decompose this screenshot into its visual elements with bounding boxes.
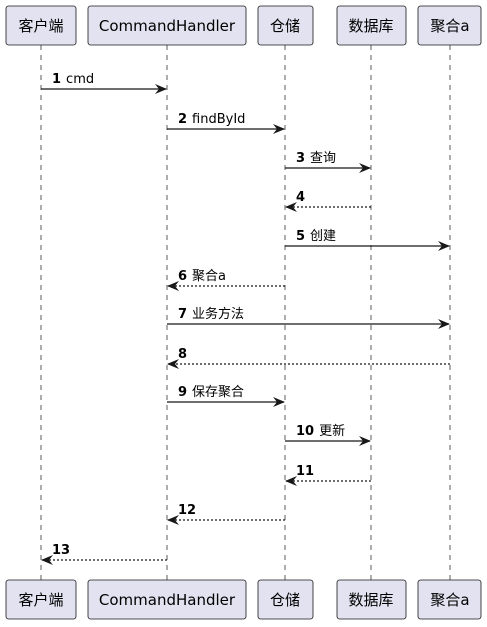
message-number: 11	[296, 464, 314, 479]
message-label: 13	[52, 543, 70, 558]
message-label: 9 保存聚合	[178, 385, 244, 400]
participant-client-top: 客户端	[5, 5, 77, 46]
message-4: 4	[285, 190, 371, 212]
message-6: 6 聚合a	[167, 269, 285, 291]
participant-agg-bottom: 聚合a	[417, 579, 482, 620]
message-text: 查询	[310, 151, 336, 166]
message-label: 6 聚合a	[178, 269, 226, 284]
participant-box	[87, 579, 247, 620]
participant-label: 仓储	[270, 591, 300, 609]
message-number: 1	[52, 72, 61, 87]
participant-label: 仓储	[270, 17, 300, 35]
message-label: 10 更新	[296, 423, 345, 439]
message-2: 2 findById	[167, 112, 285, 134]
message-1: 1 cmd	[41, 72, 167, 94]
message-label: 4	[296, 190, 305, 205]
message-number: 10	[296, 424, 314, 439]
participant-box	[417, 5, 482, 46]
message-7: 7 业务方法	[167, 306, 450, 329]
participant-box	[417, 579, 482, 620]
participant-box	[336, 5, 407, 46]
participant-box	[5, 579, 77, 620]
message-number: 3	[296, 151, 305, 166]
participant-label: 数据库	[348, 591, 393, 609]
message-label: 1 cmd	[52, 72, 94, 87]
message-label: 11	[296, 464, 314, 479]
participant-label: CommandHandler	[99, 591, 236, 609]
message-11: 11	[285, 464, 371, 486]
participant-db-top: 数据库	[336, 5, 407, 46]
message-label: 2 findById	[178, 112, 245, 127]
participant-agg-top: 聚合a	[417, 5, 482, 46]
participant-client-bottom: 客户端	[5, 579, 77, 620]
message-label: 5 创建	[296, 229, 336, 244]
message-number: 8	[178, 347, 187, 362]
participant-label: 聚合a	[430, 17, 469, 35]
message-text: findById	[192, 112, 245, 127]
participant-box	[5, 5, 77, 46]
participant-box	[336, 579, 407, 620]
message-text: 聚合a	[192, 269, 226, 284]
message-13: 13	[41, 543, 167, 565]
message-5: 5 创建	[285, 229, 450, 251]
message-label: 3 查询	[296, 151, 336, 166]
participant-handler-top: CommandHandler	[87, 5, 247, 46]
message-label: 8	[178, 347, 187, 362]
participant-handler-bottom: CommandHandler	[87, 579, 247, 620]
message-number: 2	[178, 112, 187, 127]
message-label: 7 业务方法	[178, 306, 244, 322]
message-text: 保存聚合	[192, 385, 244, 400]
message-3: 3 查询	[285, 151, 371, 173]
message-number: 9	[178, 385, 187, 400]
participant-label: CommandHandler	[99, 17, 236, 35]
participant-repo-bottom: 仓储	[257, 579, 314, 620]
participant-db-bottom: 数据库	[336, 579, 407, 620]
message-text: 业务方法	[192, 306, 244, 322]
participant-label: 客户端	[18, 17, 63, 35]
message-label: 12	[178, 503, 196, 518]
participant-label: 聚合a	[430, 591, 469, 609]
message-number: 13	[52, 543, 70, 558]
message-number: 7	[178, 307, 187, 322]
participant-box	[257, 579, 314, 620]
message-number: 4	[296, 190, 305, 205]
message-9: 9 保存聚合	[167, 385, 285, 407]
message-number: 12	[178, 503, 196, 518]
message-number: 6	[178, 269, 187, 284]
message-12: 12	[167, 503, 285, 525]
message-text: 创建	[310, 229, 336, 244]
participant-label: 数据库	[348, 17, 393, 35]
participant-label: 客户端	[18, 591, 63, 609]
participant-box	[257, 5, 314, 46]
message-8: 8	[167, 347, 450, 369]
message-text: 更新	[319, 423, 345, 439]
participant-box	[87, 5, 247, 46]
participant-repo-top: 仓储	[257, 5, 314, 46]
message-text: cmd	[66, 72, 94, 87]
message-number: 5	[296, 229, 305, 244]
message-10: 10 更新	[285, 423, 371, 446]
